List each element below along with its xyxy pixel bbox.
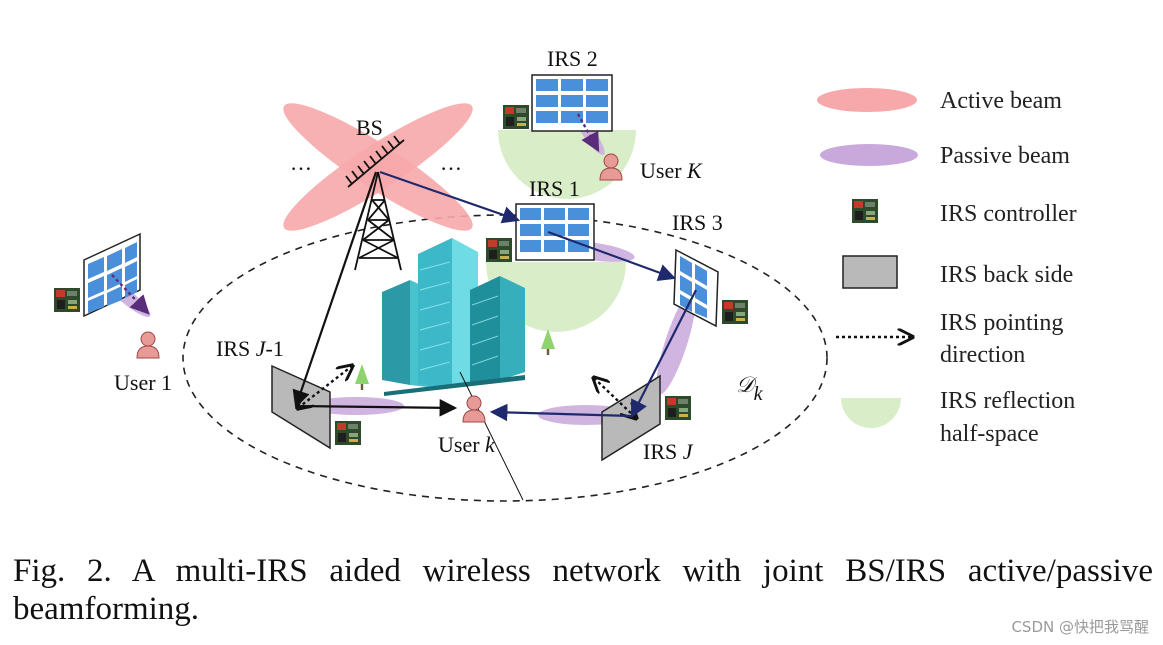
building-pointer-line [459, 371, 524, 501]
legend-passive-beam-label: Passive beam [940, 143, 1070, 169]
legend: Active beam Passive beam IRS controller … [817, 88, 1077, 447]
region-dk-label: 𝒟k [736, 372, 764, 405]
irs-jm1-to-userk-link [295, 399, 458, 417]
irs-left-controller-icon [54, 288, 80, 312]
bs-to-irs-jm1-link [292, 171, 378, 409]
legend-passive-beam-swatch [820, 144, 918, 166]
legend-active-beam-label: Active beam [940, 88, 1062, 114]
legend-irs-controller-label: IRS controller [940, 201, 1077, 227]
legend-active-beam-swatch [817, 88, 917, 112]
legend-irs-back-side-label: IRS back side [940, 262, 1073, 288]
irs1-to-irs3-link [547, 230, 677, 281]
bs-dots-left: … [290, 150, 312, 175]
bs-label: BS [356, 115, 383, 140]
userk-icon [462, 395, 486, 423]
user1-icon [136, 331, 160, 359]
bs-antenna-array [345, 135, 405, 188]
irs-j-label: IRS J [643, 439, 694, 464]
legend-irs-controller-icon [852, 199, 878, 223]
active-beams [283, 103, 473, 231]
legend-irs-reflection-label-1: IRS reflection [940, 388, 1075, 414]
bs-dots-right: … [440, 150, 462, 175]
legend-irs-reflection-swatch [841, 398, 901, 428]
irs3-panel [673, 248, 719, 328]
irs-jm1-controller-icon [335, 421, 361, 445]
irs1-controller-icon [486, 238, 512, 262]
irs2-panel [531, 74, 613, 132]
legend-irs-reflection-label-2: half-space [940, 421, 1039, 447]
irs1-panel [515, 203, 595, 261]
irs-pointing-arrows [298, 366, 636, 418]
userk-label: User k [438, 432, 496, 457]
watermark: CSDN @快把我骂醒 [1011, 618, 1149, 636]
irs2-label: IRS 2 [547, 46, 598, 71]
legend-irs-pointing-label-2: direction [940, 342, 1025, 368]
irs3-label: IRS 3 [672, 210, 723, 235]
tree-icon-left [355, 364, 369, 390]
irs2-controller-icon [503, 105, 529, 129]
city-buildings [382, 238, 525, 396]
tree-icon-right [541, 329, 555, 355]
irs3-to-irsj-link [631, 289, 697, 418]
irs1-label: IRS 1 [529, 176, 580, 201]
bs-to-irs1-link [379, 170, 521, 224]
figure-caption: Fig. 2. A multi-IRS aided wireless netwo… [13, 553, 1153, 627]
irs-jm1-label: IRS J-1 [216, 336, 284, 361]
irs-j-controller-icon [665, 396, 691, 420]
legend-irs-back-side-swatch [842, 255, 898, 289]
user1-label: User 1 [114, 370, 172, 395]
userK-label: User K [640, 158, 703, 183]
legend-irs-pointing-label-1: IRS pointing [940, 310, 1063, 336]
irsj-to-userk-link [489, 403, 633, 422]
bs-tower [354, 171, 402, 271]
irs-purple-pointing-arrows [111, 113, 600, 315]
network-diagram: … … BS [54, 46, 1077, 502]
irs3-controller-icon [722, 300, 748, 324]
